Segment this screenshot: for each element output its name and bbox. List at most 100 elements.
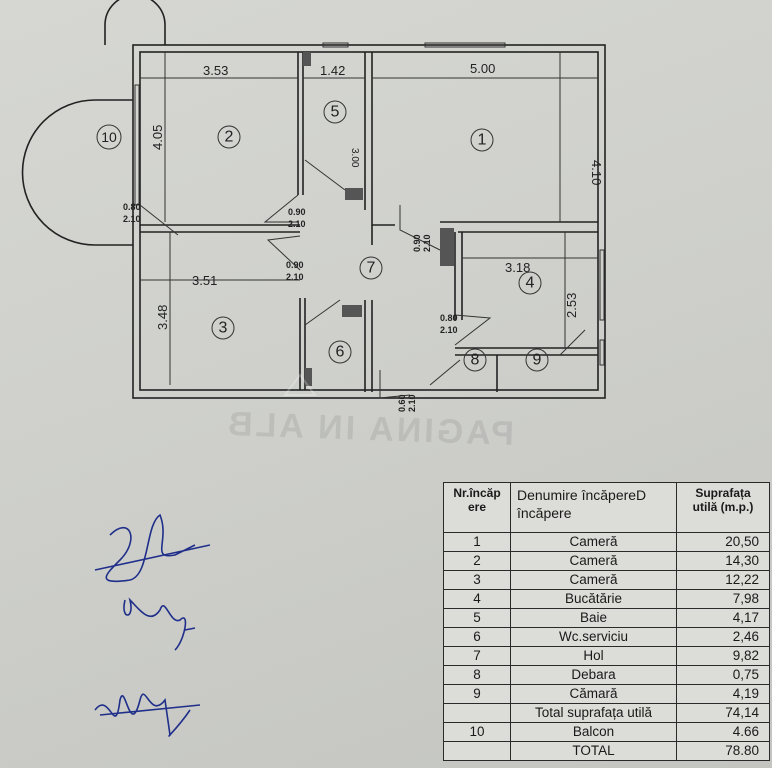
cell-name: Cameră	[510, 532, 677, 552]
cell-name: Hol	[510, 646, 677, 666]
cell-nr: 8	[443, 665, 511, 685]
cell-nr: 6	[443, 627, 511, 647]
cell-nr: 9	[443, 684, 511, 704]
header-area: Suprafața utilă (m.p.)	[676, 482, 770, 533]
svg-text:0.60: 0.60	[397, 394, 407, 412]
svg-text:2.10: 2.10	[286, 272, 304, 282]
room-8-marker: 8	[463, 348, 487, 372]
room-numbers: 1 2 3 4 5 6 7 8 9 10	[96, 100, 549, 372]
cell-nr	[443, 703, 511, 723]
svg-text:3.18: 3.18	[505, 260, 530, 275]
svg-text:3: 3	[219, 320, 228, 337]
header-name: Denumire încăpereD încăpere	[510, 482, 677, 533]
inner-wall	[139, 51, 599, 391]
svg-text:4.10: 4.10	[589, 160, 604, 185]
svg-text:4: 4	[526, 275, 535, 292]
svg-text:0.80: 0.80	[440, 313, 458, 323]
svg-text:2.10: 2.10	[440, 325, 458, 335]
cell-nr: 7	[443, 646, 511, 666]
cell-area: 0,75	[676, 665, 770, 685]
svg-text:2: 2	[225, 129, 234, 146]
svg-text:2.53: 2.53	[564, 293, 579, 318]
watermark-logo	[283, 373, 317, 396]
room-6-marker: 6	[328, 340, 352, 364]
cell-name: Total suprafața utilă	[510, 703, 677, 723]
windows	[134, 42, 605, 366]
room-2-marker: 2	[217, 125, 241, 149]
cell-name: Baie	[510, 608, 677, 628]
dimension-labels: 3.53 1.42 5.00 3.51 3.18 4.05 4.10 3.48 …	[150, 61, 604, 330]
cell-area: 4,17	[676, 608, 770, 628]
svg-text:10: 10	[101, 129, 117, 145]
svg-text:6: 6	[336, 344, 345, 361]
cell-nr: 2	[443, 551, 511, 571]
svg-text:2.10: 2.10	[422, 234, 432, 252]
cell-name: Debara	[510, 665, 677, 685]
cell-nr: 5	[443, 608, 511, 628]
cell-nr: 10	[443, 722, 511, 742]
svg-text:9: 9	[533, 352, 542, 369]
svg-text:1.42: 1.42	[320, 63, 345, 78]
room-5-marker: 5	[323, 100, 347, 124]
cell-area: 9,82	[676, 646, 770, 666]
header-nr: Nr.încăp ere	[443, 482, 511, 533]
svg-text:0.90: 0.90	[412, 234, 422, 252]
cell-name: Cameră	[510, 570, 677, 590]
cell-area: 2,46	[676, 627, 770, 647]
cell-nr: 3	[443, 570, 511, 590]
svg-text:5.00: 5.00	[470, 61, 495, 76]
cell-name: Cameră	[510, 551, 677, 571]
cell-name: Cămară	[510, 684, 677, 704]
cell-name: TOTAL	[510, 741, 677, 761]
svg-text:3.51: 3.51	[192, 273, 217, 288]
area-table: Nr.încăp ere Denumire încăpereD încăpere…	[443, 482, 770, 761]
cell-area: 12,22	[676, 570, 770, 590]
cell-nr: 1	[443, 532, 511, 552]
cell-area: 74,14	[676, 703, 770, 723]
cell-name: Wc.serviciu	[510, 627, 677, 647]
cell-nr: 4	[443, 589, 511, 609]
outer-wall	[132, 44, 606, 399]
room-4-marker: 4	[518, 271, 542, 295]
room-3-marker: 3	[211, 316, 235, 340]
cell-nr	[443, 741, 511, 761]
table-header-row: Nr.încăp ere Denumire încăpereD încăpere…	[443, 482, 770, 533]
svg-text:7: 7	[367, 260, 376, 277]
svg-text:0.80: 0.80	[123, 202, 141, 212]
svg-text:2.10: 2.10	[288, 219, 306, 229]
svg-text:3.00: 3.00	[349, 148, 360, 168]
balcony-outline	[21, 0, 166, 246]
svg-text:3.48: 3.48	[155, 305, 170, 330]
signatures	[94, 513, 211, 737]
cell-name: Balcon	[510, 722, 677, 742]
svg-text:5: 5	[331, 104, 340, 121]
partitions	[140, 52, 598, 392]
svg-text:2.10: 2.10	[407, 394, 417, 412]
cell-area: 20,50	[676, 532, 770, 552]
room-10-marker: 10	[96, 124, 122, 150]
cell-area: 7,98	[676, 589, 770, 609]
svg-text:1: 1	[478, 132, 487, 149]
cell-area: 78.80	[676, 741, 770, 761]
svg-text:3.53: 3.53	[203, 63, 228, 78]
cell-area: 4,19	[676, 684, 770, 704]
room-7-marker: 7	[359, 256, 383, 280]
svg-text:0.90: 0.90	[286, 260, 304, 270]
cell-area: 4.66	[676, 722, 770, 742]
svg-text:2.10: 2.10	[123, 214, 141, 224]
dimension-lines	[140, 52, 598, 385]
